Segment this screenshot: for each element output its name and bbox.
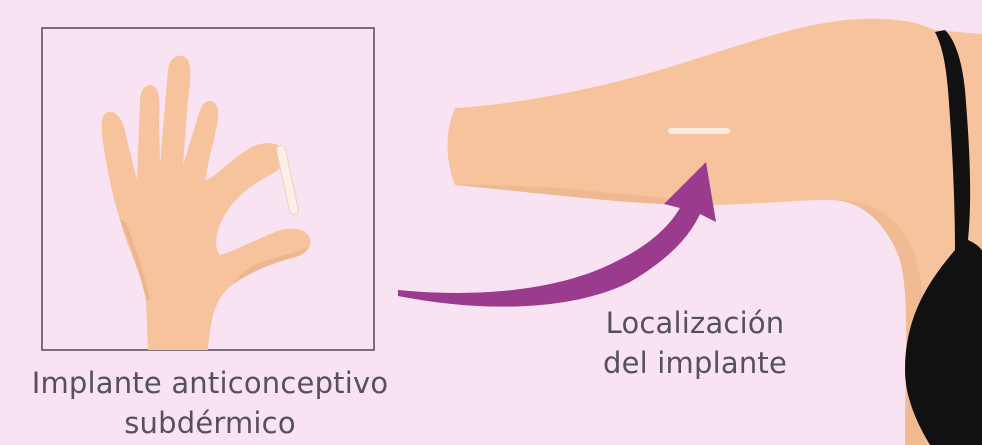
location-caption: Localización del implante <box>560 303 830 383</box>
bra-icon <box>905 30 982 445</box>
hand-icon <box>101 55 311 351</box>
curved-arrow-icon <box>398 162 716 307</box>
location-caption-line1: Localización <box>605 306 785 340</box>
arm-icon <box>447 18 982 445</box>
implant-rod-icon <box>276 144 299 215</box>
location-caption-line2: del implante <box>602 346 788 380</box>
implant-location-mark <box>668 128 730 134</box>
hand-panel <box>41 27 375 351</box>
implant-caption: Implante anticonceptivo subdérmico <box>0 363 420 443</box>
arm-illustration <box>447 18 982 445</box>
implant-caption-line2: subdérmico <box>124 406 296 440</box>
implant-caption-line1: Implante anticonceptivo <box>31 366 389 400</box>
